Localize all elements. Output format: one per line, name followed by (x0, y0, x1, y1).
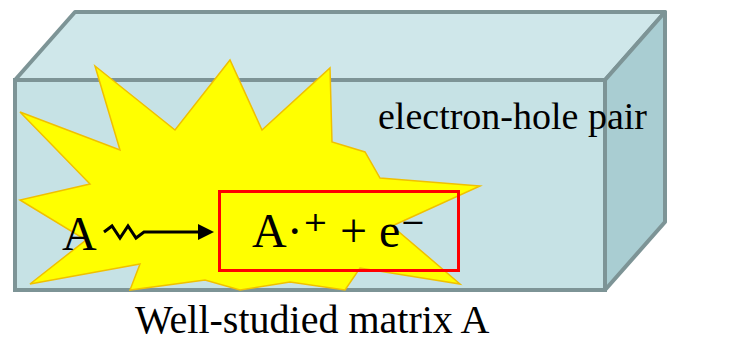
arrow-head (198, 224, 214, 240)
starburst (20, 60, 480, 290)
block-side (605, 12, 665, 290)
block-top (15, 12, 665, 80)
pair-heading: electron-hole pair (378, 97, 647, 135)
excitation-arrow (104, 226, 200, 238)
pair-box: A·⁺ + e⁻electron-hole pair (218, 190, 460, 272)
pair-formula: A·⁺ + e⁻ (252, 207, 426, 255)
species-label: A (62, 210, 97, 258)
block-caption: Well-studied matrix A (135, 300, 490, 340)
